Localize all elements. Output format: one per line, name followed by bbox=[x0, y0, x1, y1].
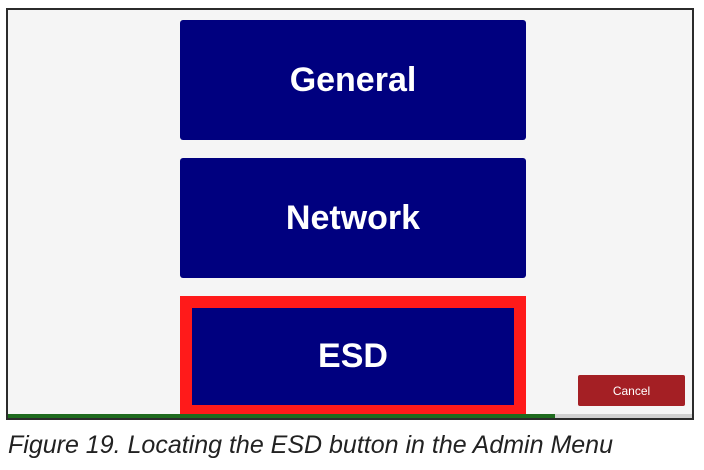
figure-caption: Figure 19. Locating the ESD button in th… bbox=[8, 431, 613, 459]
progress-track bbox=[8, 414, 692, 418]
progress-bar-fill bbox=[8, 414, 556, 418]
general-button[interactable]: General bbox=[180, 20, 526, 140]
cancel-button[interactable]: Cancel bbox=[578, 375, 685, 406]
admin-menu-screen: General Network ESD Cancel bbox=[6, 8, 694, 420]
network-button[interactable]: Network bbox=[180, 158, 526, 278]
esd-highlight-box: ESD bbox=[180, 296, 526, 417]
esd-button[interactable]: ESD bbox=[192, 308, 514, 405]
